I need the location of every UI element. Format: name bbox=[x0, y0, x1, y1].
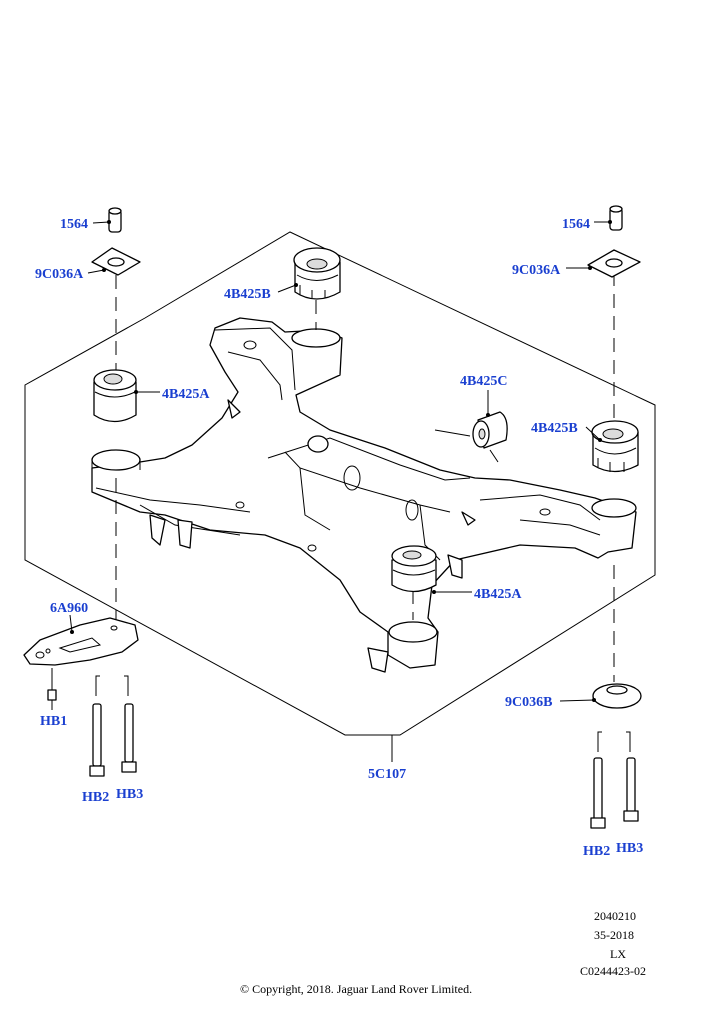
ref-line-1: 2040210 bbox=[594, 909, 636, 923]
label-9c036a-right: 9C036A bbox=[512, 263, 561, 278]
label-1564-left: 1564 bbox=[60, 217, 88, 232]
bracket-6a960[interactable] bbox=[23, 617, 139, 666]
leader-lines bbox=[51, 220, 612, 762]
bolt-hb2-right[interactable] bbox=[590, 731, 606, 829]
label-hb2-right: HB2 bbox=[583, 844, 610, 859]
label-5c107: 5C107 bbox=[368, 767, 406, 782]
label-4b425c: 4B425C bbox=[460, 374, 507, 389]
stud-1564-right[interactable] bbox=[609, 205, 623, 231]
bush-4b425c-center[interactable] bbox=[434, 411, 508, 463]
bush-4b425a-left[interactable] bbox=[93, 369, 137, 423]
washer-9c036a-right[interactable] bbox=[587, 249, 641, 278]
ref-line-3: LX bbox=[610, 947, 626, 961]
stud-1564-left[interactable] bbox=[108, 207, 122, 233]
label-4b425b-right: 4B425B bbox=[531, 421, 578, 436]
copyright-notice: © Copyright, 2018. Jaguar Land Rover Lim… bbox=[240, 982, 472, 996]
bush-4b425a-front[interactable] bbox=[391, 545, 437, 593]
label-hb3-left: HB3 bbox=[116, 787, 143, 802]
washer-9c036b[interactable] bbox=[592, 683, 642, 709]
label-9c036a-left: 9C036A bbox=[35, 267, 84, 282]
label-hb2-left: HB2 bbox=[82, 790, 109, 805]
washer-9c036a-left[interactable] bbox=[91, 247, 141, 276]
label-4b425b-rear: 4B425B bbox=[224, 287, 271, 302]
bolt-hb1[interactable] bbox=[47, 668, 57, 701]
rear-subframe[interactable] bbox=[91, 317, 637, 673]
label-hb3-right: HB3 bbox=[616, 841, 643, 856]
bush-4b425b-right[interactable] bbox=[591, 420, 639, 473]
bolt-hb2-left[interactable] bbox=[89, 675, 105, 777]
ref-line-4: C0244423-02 bbox=[580, 964, 646, 978]
label-4b425a-front: 4B425A bbox=[474, 587, 522, 602]
ref-line-2: 35-2018 bbox=[594, 928, 634, 942]
bush-4b425b-rear[interactable] bbox=[293, 247, 341, 300]
label-9c036b: 9C036B bbox=[505, 695, 552, 710]
label-6a960: 6A960 bbox=[50, 601, 88, 616]
label-4b425a-left: 4B425A bbox=[162, 387, 210, 402]
assembly-boundary bbox=[24, 231, 656, 736]
bolt-hb3-right[interactable] bbox=[623, 731, 639, 822]
label-1564-right: 1564 bbox=[562, 217, 590, 232]
bolt-hb3-left[interactable] bbox=[121, 675, 137, 773]
label-hb1: HB1 bbox=[40, 714, 67, 729]
